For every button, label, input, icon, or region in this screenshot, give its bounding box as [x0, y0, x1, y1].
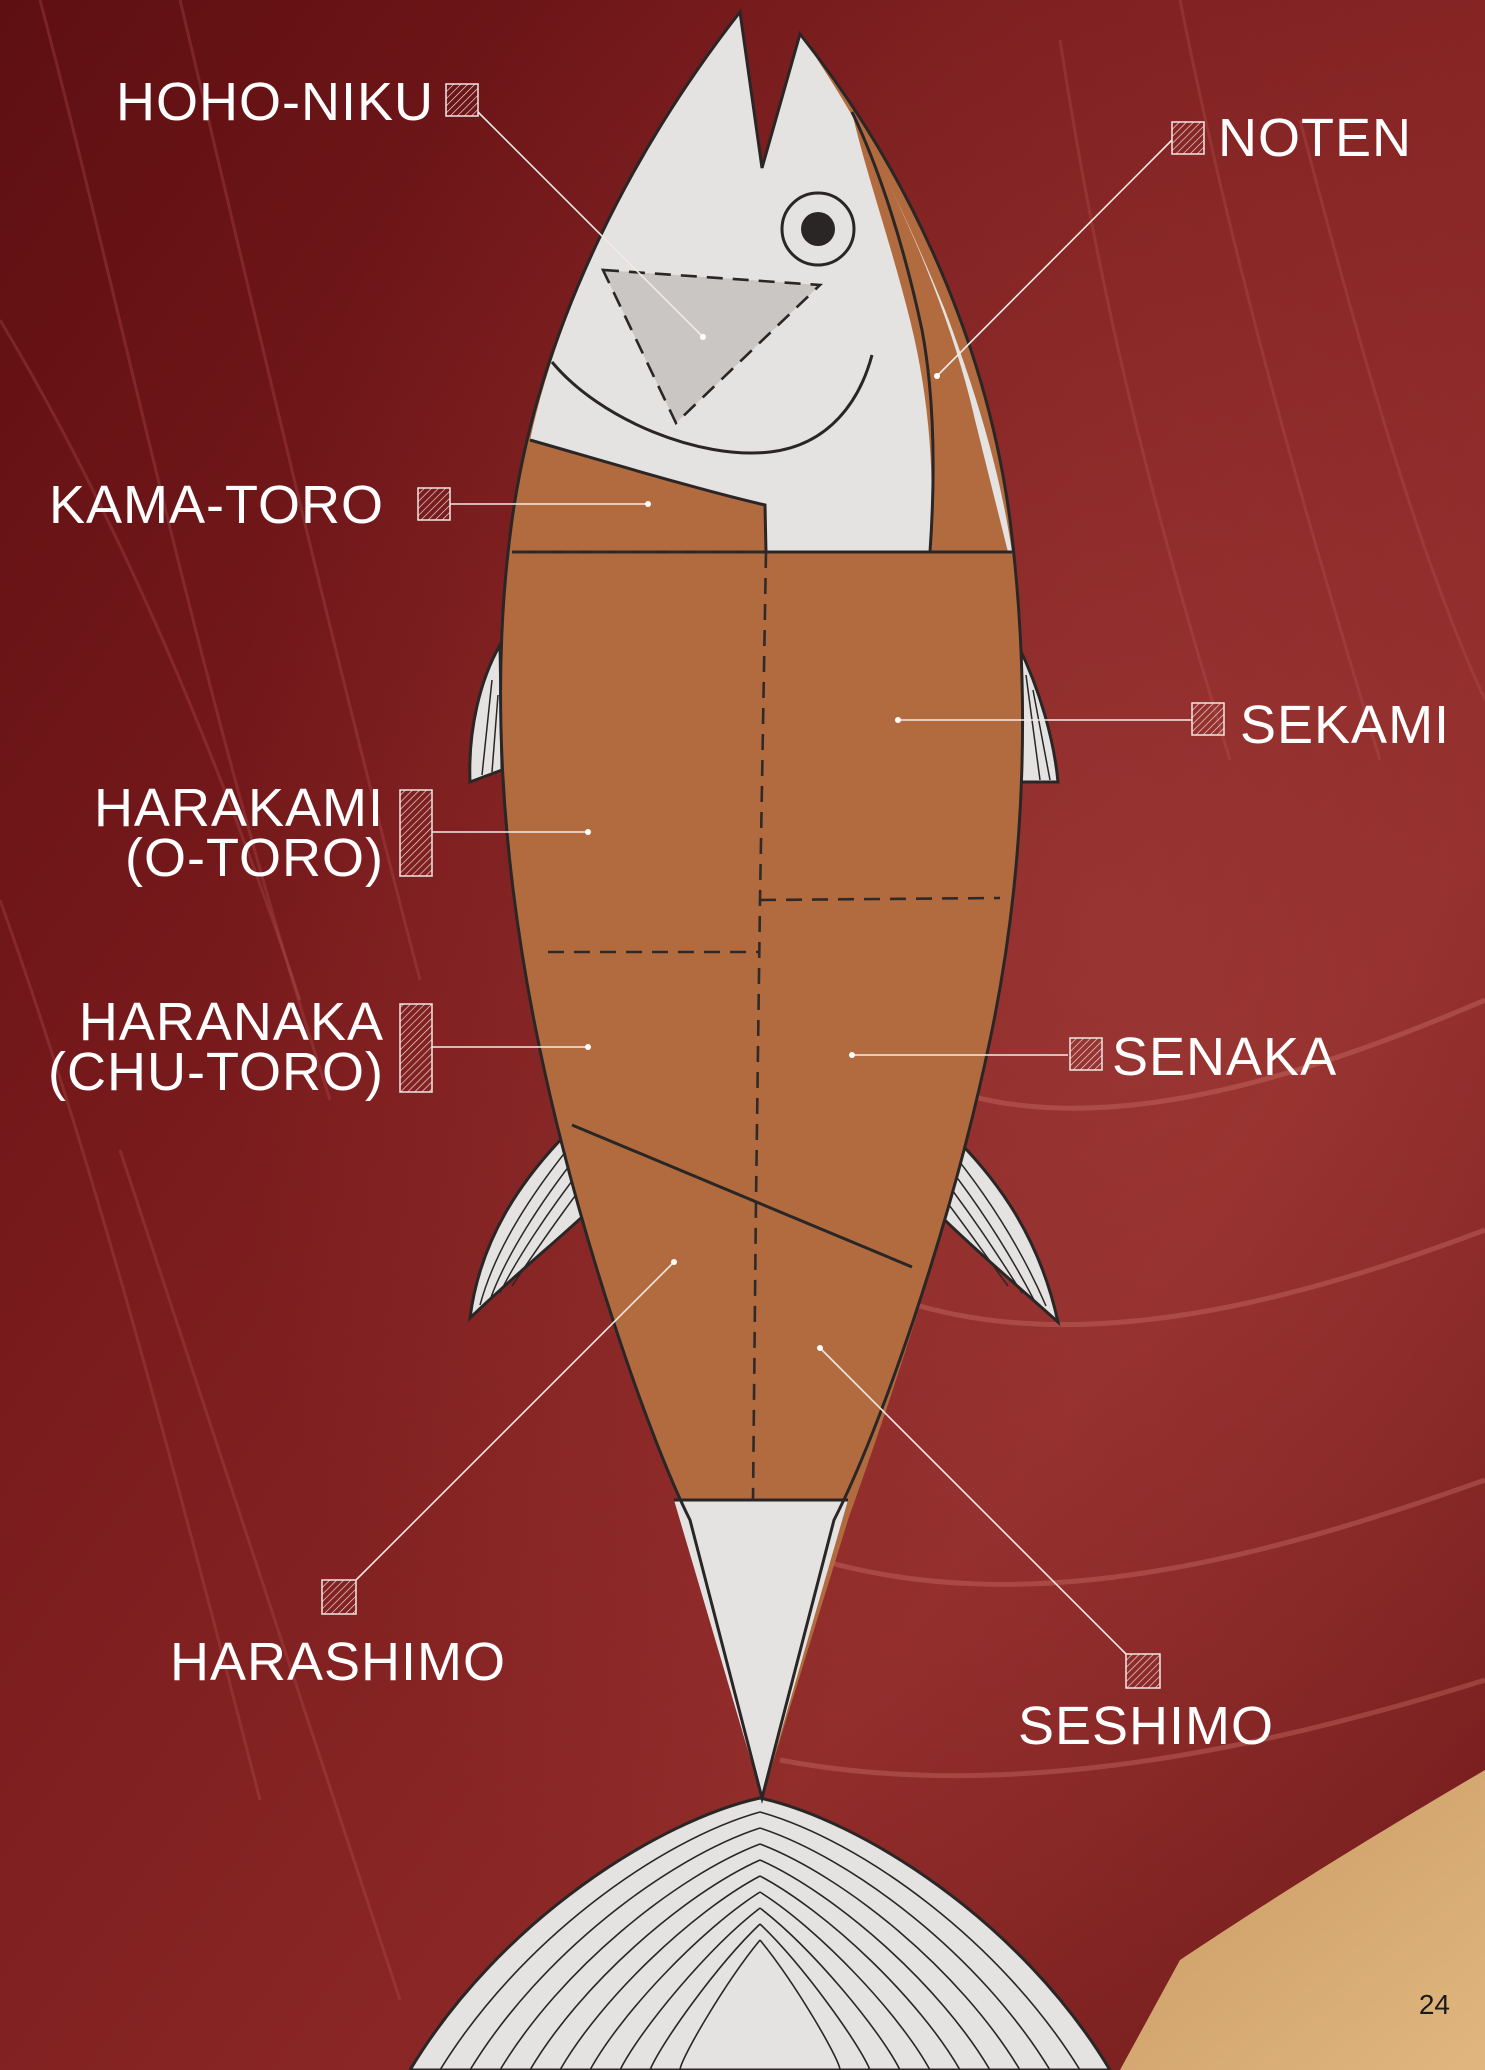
- label-harashimo: HARASHIMO: [170, 1632, 506, 1692]
- label-seshimo: SESHIMO: [1018, 1696, 1274, 1756]
- page-number: 24: [1419, 1989, 1450, 2020]
- label-kama-toro: KAMA-TORO: [49, 475, 384, 535]
- label-sekami: SEKAMI: [1240, 695, 1450, 755]
- label-senaka: SENAKA: [1112, 1027, 1337, 1087]
- label-noten: NOTEN: [1218, 108, 1412, 168]
- label-chu-toro: (CHU-TORO): [48, 1042, 384, 1102]
- label-hoho-niku: HOHO-NIKU: [116, 72, 434, 132]
- label-o-toro: (O-TORO): [125, 828, 384, 888]
